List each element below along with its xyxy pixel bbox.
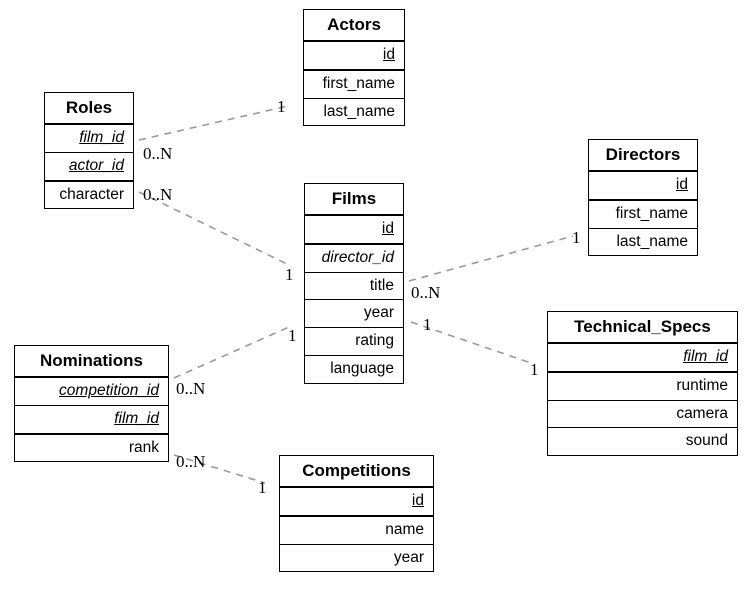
attribute-label: last_name (323, 102, 395, 120)
entity-table-roles[interactable]: Roles film_id actor_id character (44, 92, 134, 210)
attribute-row[interactable]: first_name (589, 201, 697, 229)
cardinality-label-roles-films-target: 1 (285, 265, 294, 284)
attribute-label: first_name (615, 204, 688, 222)
attribute-label: camera (676, 404, 728, 422)
attribute-row[interactable]: id (304, 42, 404, 71)
relationship-line-nominations-films (173, 326, 290, 379)
attribute-row[interactable]: last_name (589, 229, 697, 256)
attribute-row[interactable]: year (280, 545, 433, 572)
cardinality-label-roles-actors-source: 0..N (143, 144, 173, 163)
attribute-label: last_name (616, 232, 688, 250)
entity-table-actors[interactable]: Actors id first_name last_name (303, 9, 405, 127)
attribute-row[interactable]: runtime (548, 373, 737, 401)
attribute-row[interactable]: last_name (304, 99, 404, 126)
cardinality-label-films-techspecs-target: 1 (530, 360, 539, 379)
attribute-label: id (381, 220, 394, 238)
cardinality-label-nominations-films-target: 1 (288, 326, 297, 345)
attribute-row[interactable]: rating (305, 328, 403, 357)
attribute-label: id (411, 492, 424, 510)
relationship-line-roles-actors (138, 105, 289, 141)
attribute-label: rank (128, 438, 159, 456)
attribute-label: first_name (322, 74, 395, 92)
attribute-row[interactable]: id (280, 488, 433, 517)
attribute-row[interactable]: year (305, 300, 403, 329)
attribute-label: id (382, 46, 395, 64)
attribute-label: runtime (676, 376, 728, 394)
attribute-label: competition_id (59, 382, 159, 400)
attribute-row[interactable]: language (305, 356, 403, 383)
cardinality-label-roles-actors-target: 1 (277, 97, 286, 116)
attribute-row[interactable]: actor_id (45, 153, 133, 182)
attribute-label: year (363, 304, 394, 322)
attribute-label: rating (355, 332, 394, 350)
relationship-line-films-directors (408, 235, 574, 282)
cardinality-label-nominations-competitions-target: 1 (258, 478, 267, 497)
attribute-label: character (59, 185, 124, 203)
attribute-row[interactable]: film_id (548, 344, 737, 373)
attribute-label: id (675, 176, 688, 194)
attribute-row[interactable]: name (280, 517, 433, 545)
cardinality-label-nominations-competitions-source: 0..N (176, 452, 206, 471)
attribute-label: actor_id (68, 156, 124, 174)
entity-title: Nominations (15, 346, 168, 379)
entity-title: Technical_Specs (548, 312, 737, 345)
attribute-row[interactable]: id (305, 216, 403, 245)
attribute-row[interactable]: sound (548, 428, 737, 455)
cardinality-label-films-directors-source: 0..N (411, 283, 441, 302)
attribute-label: film_id (79, 129, 124, 147)
attribute-row[interactable]: title (305, 273, 403, 301)
attribute-row[interactable]: film_id (45, 125, 133, 153)
attribute-label: sound (685, 432, 728, 450)
entity-table-competitions[interactable]: Competitions id name year (279, 455, 434, 573)
cardinality-label-nominations-films-source: 0..N (176, 379, 206, 398)
entity-title: Actors (304, 10, 404, 43)
cardinality-label-films-directors-target: 1 (572, 228, 581, 247)
entity-title: Directors (589, 140, 697, 173)
attribute-row[interactable]: id (589, 172, 697, 201)
cardinality-label-roles-films-source: 0..N (143, 185, 173, 204)
attribute-label: film_id (683, 348, 728, 366)
attribute-row[interactable]: competition_id (15, 378, 168, 406)
attribute-row[interactable]: character (45, 182, 133, 209)
attribute-row[interactable]: camera (548, 401, 737, 429)
attribute-label: year (393, 548, 424, 566)
entity-table-directors[interactable]: Directors id first_name last_name (588, 139, 698, 257)
attribute-label: director_id (321, 248, 394, 266)
attribute-row[interactable]: director_id (305, 245, 403, 273)
attribute-row[interactable]: first_name (304, 71, 404, 99)
attribute-label: title (369, 276, 394, 294)
attribute-label: film_id (114, 409, 159, 427)
entity-title: Competitions (280, 456, 433, 489)
attribute-label: name (385, 520, 424, 538)
entity-title: Films (305, 184, 403, 217)
attribute-label: language (330, 360, 394, 378)
cardinality-label-films-techspecs-source: 1 (423, 315, 432, 334)
attribute-row[interactable]: film_id (15, 406, 168, 435)
entity-title: Roles (45, 93, 133, 126)
attribute-row[interactable]: rank (15, 435, 168, 462)
